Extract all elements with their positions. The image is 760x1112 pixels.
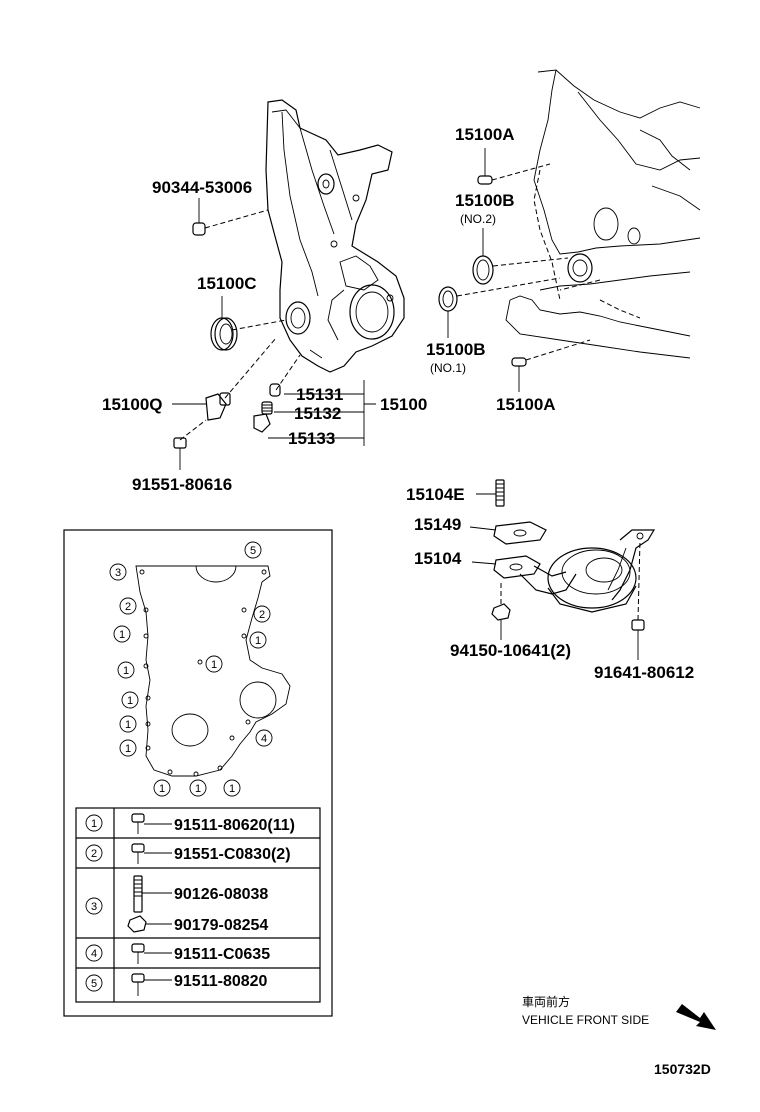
bolt-icon (173, 437, 187, 470)
label-no1: (NO.1) (430, 361, 466, 375)
inset-frame (63, 529, 333, 1017)
cover-outline-inset (135, 565, 291, 777)
label-15133: 15133 (288, 429, 335, 448)
oil-seal-icon (210, 296, 238, 351)
label-15100Q: 15100Q (102, 395, 163, 414)
marker-5: 5 (244, 541, 262, 559)
nut-icon (491, 603, 511, 640)
svg-text:1: 1 (159, 783, 165, 795)
marker-1: 1 (117, 661, 135, 679)
oil-jet-icon (172, 392, 231, 421)
table-row: 5 91511-80820 (85, 973, 268, 996)
inset-markers: 5 3 2 2 1 1 1 1 1 1 4 1 1 1 1 (109, 541, 273, 797)
svg-text:4: 4 (91, 948, 97, 960)
table-row: 3 90126-08038 90179-08254 (85, 875, 268, 934)
bolt-icon (131, 843, 145, 864)
label-15100C: 15100C (197, 274, 257, 293)
direction-arrow-icon (676, 1004, 716, 1030)
marker-2: 2 (253, 605, 271, 623)
svg-text:91511-C0635: 91511-C0635 (174, 946, 270, 963)
label-15131: 15131 (296, 385, 343, 404)
svg-text:5: 5 (250, 545, 256, 557)
bolt-table: 1 91511-80620(11) 2 91551-C0830(2) 3 901… (75, 807, 321, 1003)
svg-text:5: 5 (91, 978, 97, 990)
dowel-pin-icon (511, 357, 527, 392)
relief-valve-icon (253, 383, 281, 433)
marker-3: 3 (109, 563, 127, 581)
bolt-icon (631, 619, 645, 660)
bolt-icon (131, 813, 145, 834)
marker-1: 1 (249, 631, 267, 649)
marker-1: 1 (223, 779, 241, 797)
label-15100A-bot: 15100A (496, 395, 556, 414)
svg-text:3: 3 (115, 567, 121, 579)
engine-block (505, 69, 701, 359)
diagram-code: 150732D (654, 1061, 711, 1077)
marker-1: 1 (153, 779, 171, 797)
marker-1: 1 (189, 779, 207, 797)
timing-chain-cover (265, 99, 405, 373)
marker-4: 4 (255, 729, 273, 747)
marker-1: 1 (121, 691, 139, 709)
svg-text:91551-C0830(2): 91551-C0830(2) (174, 846, 291, 863)
dowel-pin-icon (477, 148, 493, 185)
label-15149: 15149 (414, 515, 461, 534)
table-row: 4 91511-C0635 (85, 943, 270, 964)
nut-icon (127, 915, 147, 933)
svg-text:1: 1 (195, 783, 201, 795)
svg-text:91511-80620(11): 91511-80620(11) (174, 817, 295, 834)
svg-text:1: 1 (211, 659, 217, 671)
bolt-icon (131, 943, 145, 964)
svg-text:1: 1 (125, 719, 131, 731)
svg-text:2: 2 (91, 848, 97, 860)
label-90344-53006: 90344-53006 (152, 178, 252, 197)
svg-text:1: 1 (119, 629, 125, 641)
label-15100: 15100 (380, 395, 427, 414)
svg-text:1: 1 (127, 695, 133, 707)
svg-text:4: 4 (261, 733, 267, 745)
o-ring-icon (472, 228, 494, 285)
label-no2: (NO.2) (460, 212, 496, 226)
label-15132: 15132 (294, 404, 341, 423)
marker-1: 1 (205, 655, 223, 673)
label-91551-80616: 91551-80616 (132, 475, 232, 494)
label-94150: 94150-10641(2) (450, 641, 571, 660)
svg-text:90126-08038: 90126-08038 (174, 886, 268, 903)
plug-icon (192, 198, 206, 236)
svg-text:1: 1 (255, 635, 261, 647)
svg-text:1: 1 (125, 743, 131, 755)
marker-2: 2 (119, 597, 137, 615)
marker-1: 1 (113, 625, 131, 643)
marker-1: 1 (119, 739, 137, 757)
svg-text:1: 1 (229, 783, 235, 795)
svg-text:3: 3 (91, 901, 97, 913)
table-row: 1 91511-80620(11) (85, 813, 295, 834)
o-ring-icon (438, 286, 458, 338)
svg-text:2: 2 (259, 609, 265, 621)
svg-text:1: 1 (91, 818, 97, 830)
label-91641: 91641-80612 (594, 663, 694, 682)
oil-strainer (493, 529, 656, 613)
svg-text:1: 1 (123, 665, 129, 677)
label-15100B-no1: 15100B (426, 340, 486, 359)
svg-text:2: 2 (125, 601, 131, 613)
label-15100B-no2: 15100B (455, 191, 515, 210)
label-15104E: 15104E (406, 485, 465, 504)
bolt-icon (131, 973, 145, 996)
svg-text:90179-08254: 90179-08254 (174, 917, 268, 934)
label-15100A-top: 15100A (455, 125, 515, 144)
direction-note-english: VEHICLE FRONT SIDE (522, 1013, 649, 1027)
label-15104: 15104 (414, 549, 462, 568)
table-row: 2 91551-C0830(2) (85, 843, 291, 864)
marker-1: 1 (119, 715, 137, 733)
direction-note-japanese: 車両前方 (522, 994, 570, 1009)
stud-icon (133, 875, 143, 913)
gasket-icon (493, 521, 547, 545)
stud-icon (495, 479, 505, 507)
svg-text:91511-80820: 91511-80820 (174, 973, 268, 990)
